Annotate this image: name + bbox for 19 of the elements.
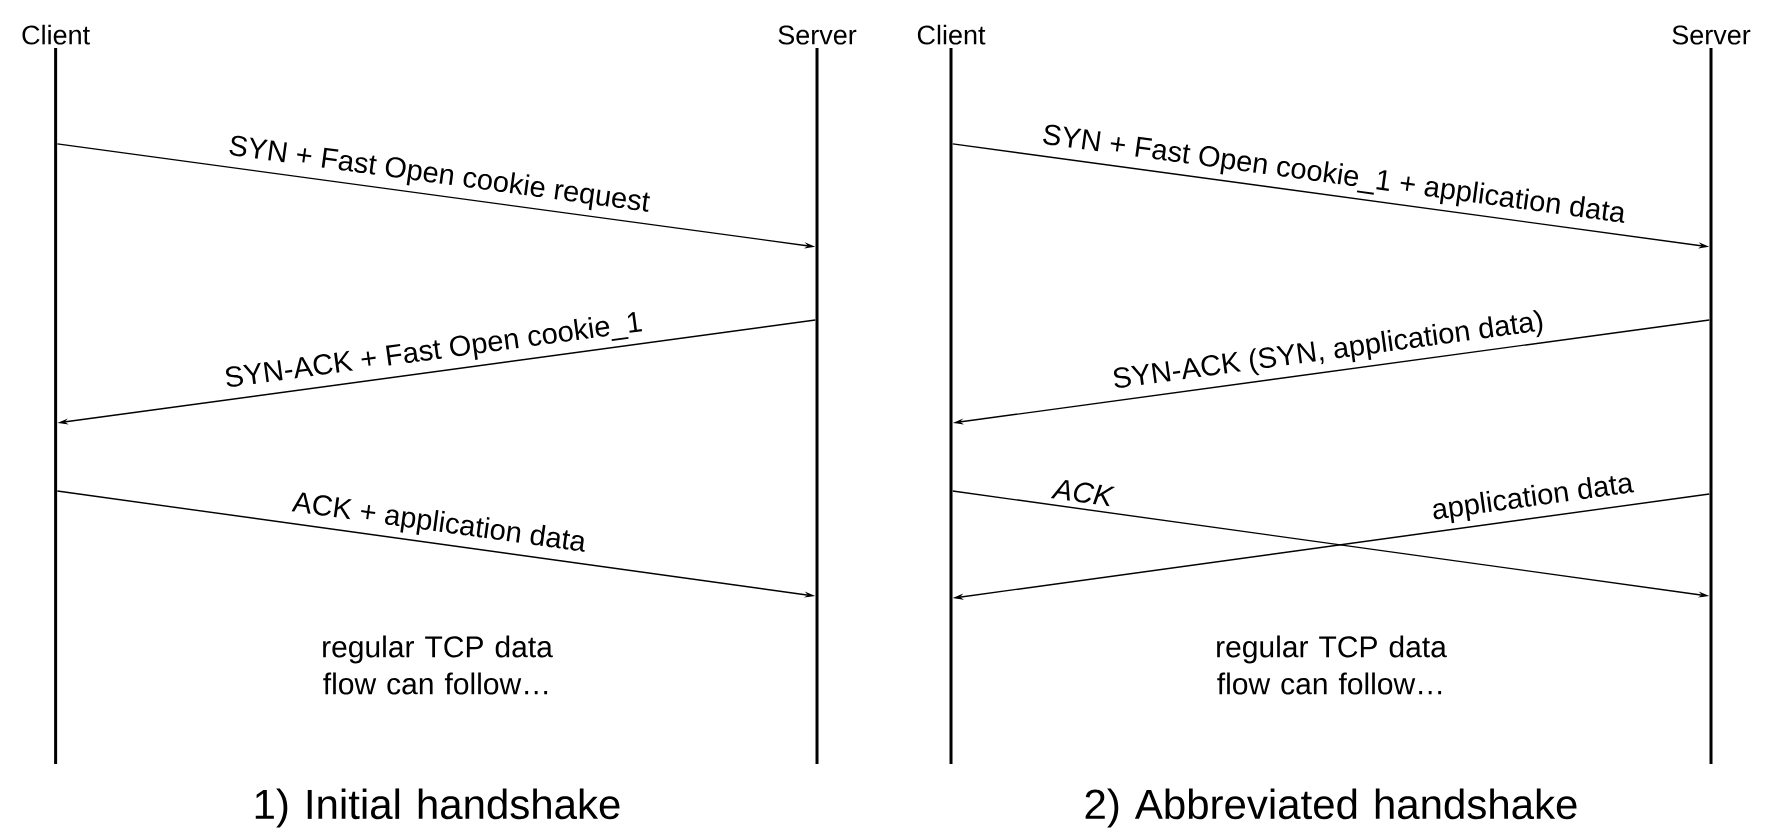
edge-label: SYN-ACK (SYN, application data): [1109, 308, 1547, 396]
note: regular TCP data flow can follow…: [323, 635, 553, 695]
node-label: Client: [22, 24, 90, 45]
caption: 1) Initial handshake: [255, 788, 620, 828]
caption: 2) Abbreviated handshake: [1085, 788, 1577, 828]
edge-label: ACK: [1050, 477, 1117, 509]
node-label: Server: [778, 25, 857, 45]
edge-label: SYN + Fast Open cookie request: [225, 132, 653, 219]
lifeline: Server: [1672, 25, 1751, 764]
node-label: Client: [917, 24, 986, 45]
note: regular TCP data flow can follow…: [1217, 635, 1447, 695]
edge-label: SYN + Fast Open cookie_1 + application data: [1039, 121, 1629, 231]
edge-label: SYN-ACK + Fast Open cookie_1: [221, 309, 646, 395]
edge-label: application data: [1429, 470, 1637, 527]
lifeline: Server: [778, 25, 857, 764]
lifeline: Client: [22, 24, 90, 764]
node-label: Server: [1672, 25, 1751, 45]
edge-label: ACK + application data: [289, 489, 589, 559]
lifeline: Client: [917, 24, 986, 764]
